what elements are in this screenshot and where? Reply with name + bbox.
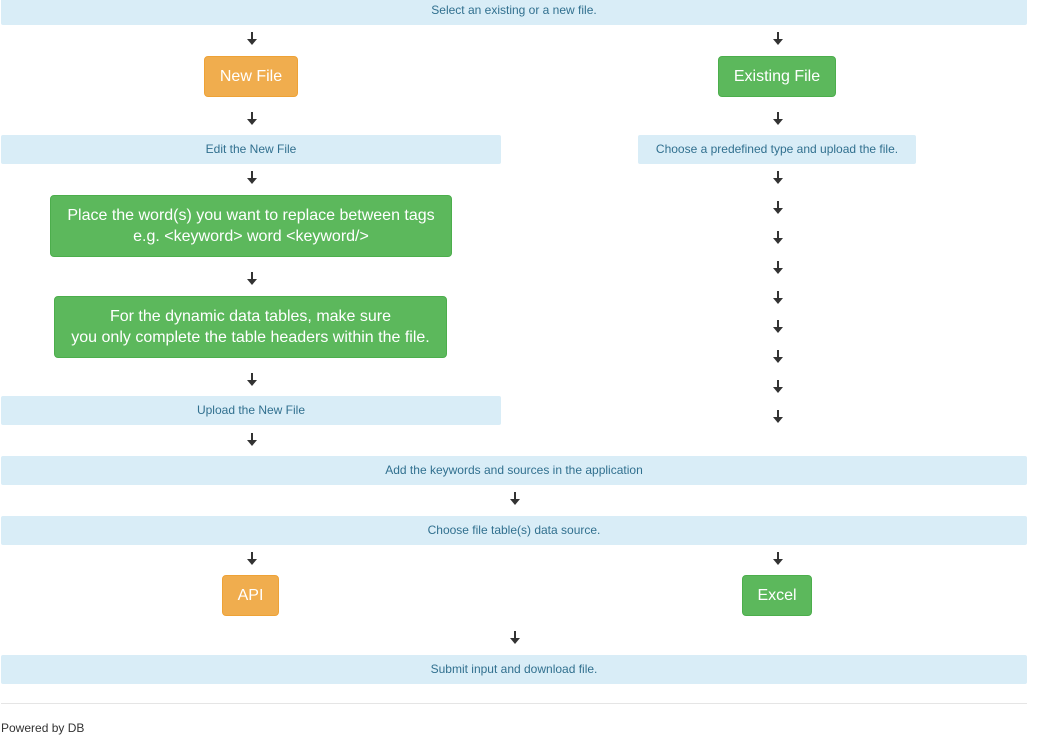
footer-divider [1, 703, 1027, 704]
down-arrow-icon [246, 433, 258, 447]
step-upload-new-file: Upload the New File [1, 396, 501, 425]
down-arrow-icon [246, 32, 258, 46]
down-arrow-icon [246, 272, 258, 286]
down-arrow-icon [772, 171, 784, 185]
down-arrow-icon [246, 373, 258, 387]
instruction-line: e.g. <keyword> word <keyword/> [133, 228, 369, 245]
instruction-line: Place the word(s) you want to replace be… [67, 207, 435, 224]
replace-tags-instruction: Place the word(s) you want to replace be… [50, 195, 452, 257]
step-choose-predefined-type: Choose a predefined type and upload the … [638, 135, 916, 164]
down-arrow-icon [772, 380, 784, 394]
down-arrow-icon [509, 631, 521, 645]
dynamic-tables-instruction: For the dynamic data tables, make sure y… [54, 296, 447, 358]
down-arrow-icon [772, 32, 784, 46]
down-arrow-icon [772, 552, 784, 566]
step-choose-data-source: Choose file table(s) data source. [1, 516, 1027, 545]
footer-text: Powered by DB [1, 721, 85, 735]
down-arrow-icon [772, 350, 784, 364]
step-add-keywords: Add the keywords and sources in the appl… [1, 456, 1027, 485]
step-select-file: Select an existing or a new file. [1, 0, 1027, 25]
new-file-button[interactable]: New File [204, 56, 298, 97]
step-edit-new-file: Edit the New File [1, 135, 501, 164]
down-arrow-icon [509, 492, 521, 506]
down-arrow-icon [772, 112, 784, 126]
step-submit-download: Submit input and download file. [1, 655, 1027, 684]
instruction-line: For the dynamic data tables, make sure [109, 308, 392, 325]
down-arrow-icon [246, 112, 258, 126]
down-arrow-icon [246, 552, 258, 566]
api-button[interactable]: API [222, 575, 279, 616]
excel-button[interactable]: Excel [742, 575, 812, 616]
down-arrow-icon [246, 171, 258, 185]
down-arrow-icon [772, 231, 784, 245]
down-arrow-icon [772, 201, 784, 215]
existing-file-button[interactable]: Existing File [718, 56, 836, 97]
down-arrow-icon [772, 320, 784, 334]
instruction-line: you only complete the table headers with… [71, 329, 430, 346]
down-arrow-icon [772, 291, 784, 305]
down-arrow-icon [772, 410, 784, 424]
down-arrow-icon [772, 261, 784, 275]
